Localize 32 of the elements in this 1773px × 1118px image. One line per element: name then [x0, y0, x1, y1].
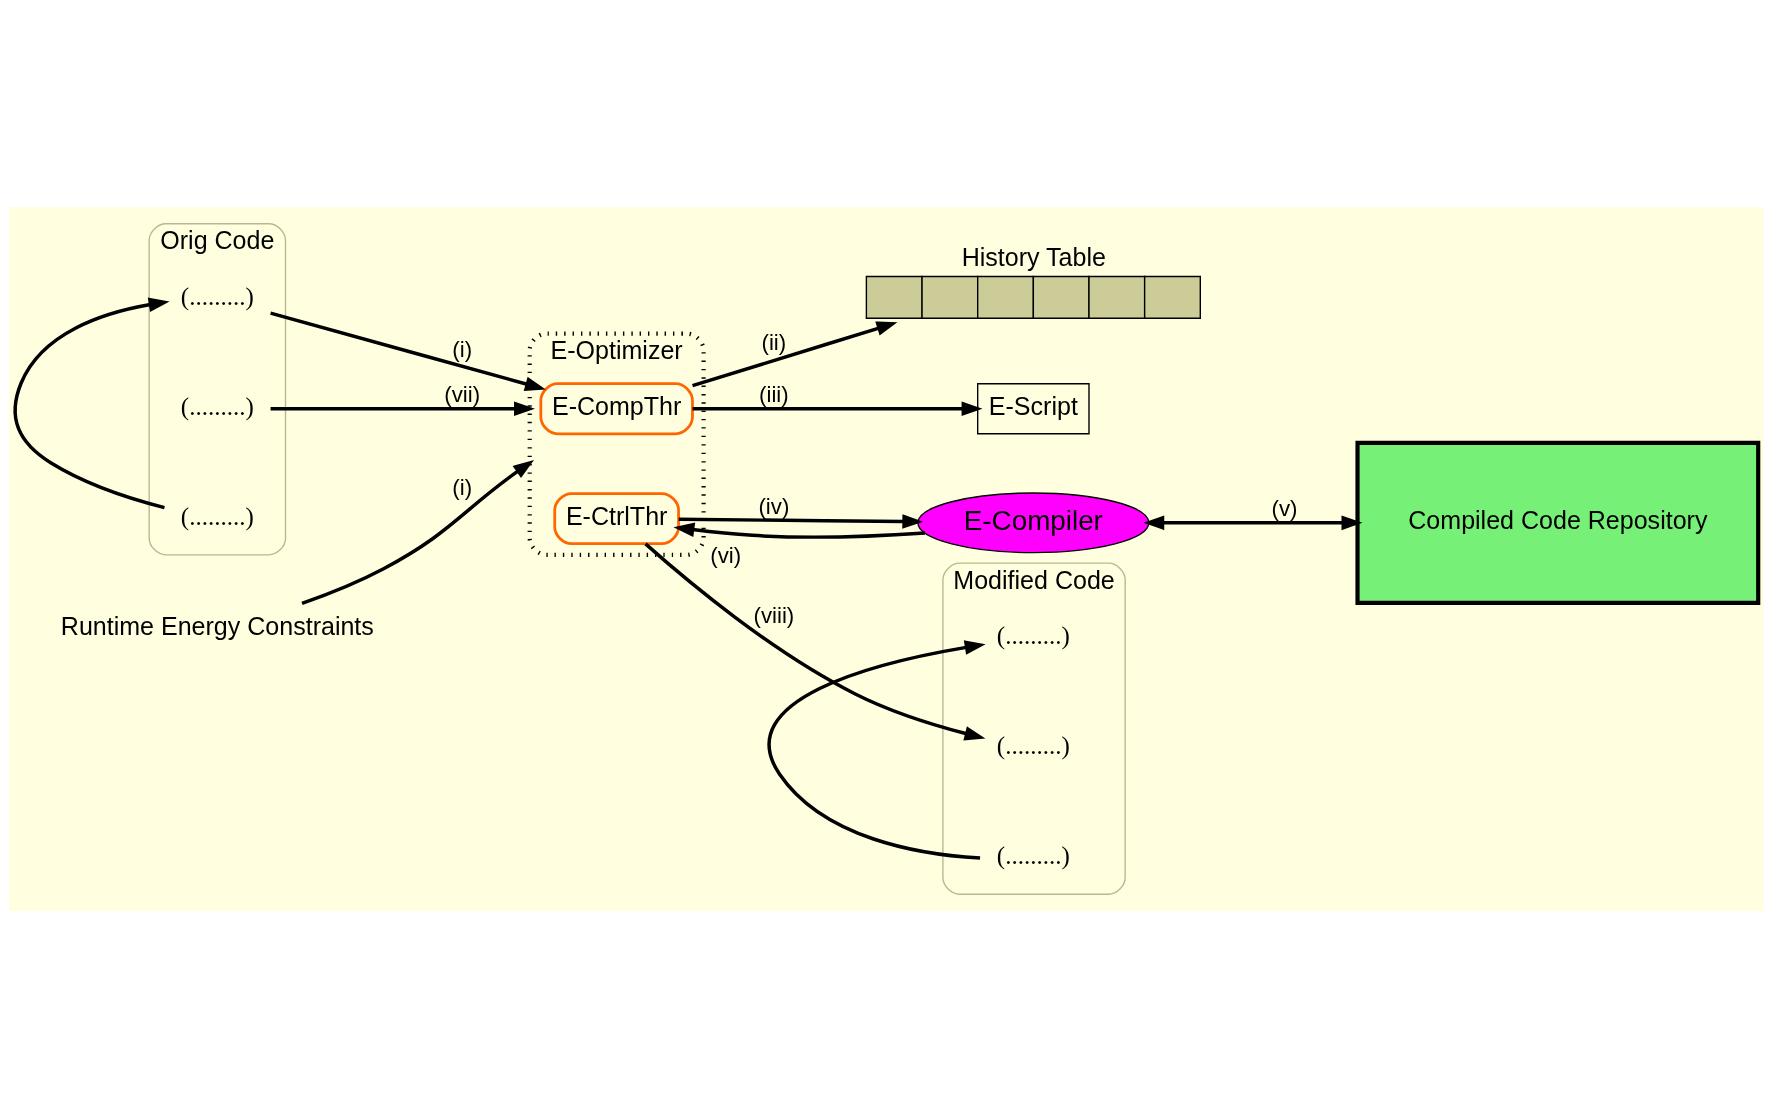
arrow: [1143, 515, 1363, 531]
arrow: [767, 640, 986, 860]
arrow: [270, 311, 546, 391]
node-text: Runtime Energy Constraints: [60, 611, 374, 640]
edge-label: (vi): [710, 542, 742, 568]
node-text: (.........): [180, 392, 254, 420]
node-box: Compiled Code Repository: [1355, 440, 1761, 605]
node-box: E-Script: [977, 383, 1090, 435]
node-text: (.........): [996, 622, 1070, 650]
node-box: E-CompThr: [539, 382, 694, 436]
edge-label: (i): [452, 336, 473, 362]
arrow: [692, 321, 898, 388]
node-text: (.........): [180, 502, 254, 530]
edge-label: (iv): [758, 494, 790, 520]
arrow: [301, 460, 534, 606]
node-text: (.........): [996, 842, 1070, 870]
edge-label: (ii): [761, 330, 787, 356]
arrow: [692, 401, 983, 417]
edge-label: (vii): [444, 381, 481, 407]
edge-label: (iii): [759, 381, 789, 407]
arrow: [270, 401, 535, 417]
arrow: [673, 522, 926, 539]
node-label: History Table: [961, 242, 1106, 271]
arrow: [13, 297, 170, 510]
edge-label: (i): [452, 474, 473, 500]
node-ellipse: E-Compiler: [917, 492, 1150, 554]
node-text: (.........): [996, 732, 1070, 760]
node-box: E-CtrlThr: [553, 492, 680, 546]
edge-label: (viii): [753, 602, 795, 628]
arrow: [678, 514, 924, 529]
edge-label: (v): [1271, 495, 1298, 521]
node-text: (.........): [180, 282, 254, 310]
